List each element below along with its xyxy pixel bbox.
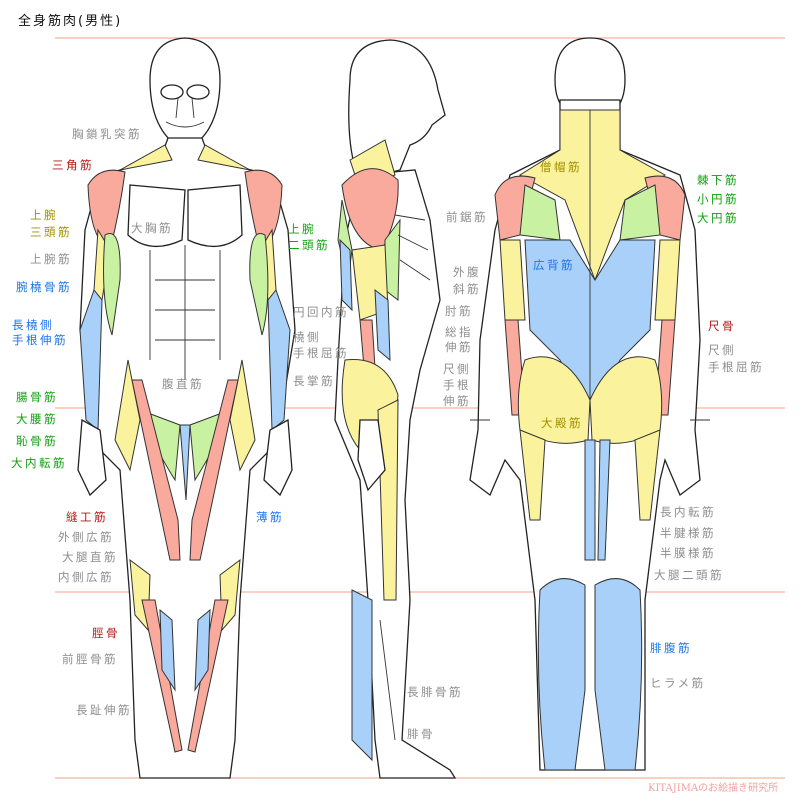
label-ulna: 尺骨 [708, 319, 736, 333]
label-teres-minor: 小円筋 [697, 192, 739, 206]
back-figure [469, 37, 710, 771]
page-title: 全身筋肉(男性) [18, 14, 123, 29]
label-latissimus: 広背筋 [533, 258, 575, 272]
label-fcu-line1: 尺側 [708, 343, 736, 357]
label-rectus-femoris: 大腿直筋 [62, 550, 118, 564]
label-ecrl-line2: 手根伸筋 [12, 333, 68, 347]
label-tibialis-anterior: 前脛骨筋 [62, 652, 118, 666]
side-figure [334, 39, 457, 779]
label-biceps-line1: 上腕 [288, 222, 316, 236]
label-iliacus: 腸骨筋 [16, 390, 58, 404]
label-infraspinatus: 棘下筋 [697, 173, 739, 187]
label-biceps-line2: 二頭筋 [288, 238, 330, 252]
label-fcr-line2: 手根屈筋 [293, 346, 349, 360]
label-biceps-femoris: 大腿二頭筋 [654, 568, 724, 582]
label-vastus-medialis: 内側広筋 [58, 570, 114, 584]
label-fcr-line1: 橈側 [293, 330, 321, 344]
label-deltoid: 三角筋 [52, 158, 94, 172]
label-peroneus-longus: 長腓骨筋 [407, 685, 463, 699]
label-rectus-abdominis: 腹直筋 [162, 377, 204, 391]
label-gastrocnemius: 腓腹筋 [650, 641, 692, 655]
label-anconeus: 肘筋 [445, 304, 473, 318]
label-semimembranosus: 半膜様筋 [660, 546, 716, 560]
label-teres-major: 大円筋 [697, 211, 739, 225]
label-vastus-lateralis: 外側広筋 [58, 530, 114, 544]
label-brachioradialis: 腕橈骨筋 [16, 280, 72, 294]
label-edc-line1: 総指 [445, 325, 473, 339]
label-pronator-teres: 円回内筋 [293, 305, 349, 319]
label-adductor-magnus: 大内転筋 [11, 456, 67, 470]
label-ecu-line3: 伸筋 [443, 394, 471, 408]
label-tibia: 脛骨 [92, 626, 120, 640]
label-gracilis: 薄筋 [256, 510, 284, 524]
label-pectineus: 恥骨筋 [16, 434, 58, 448]
label-fibula: 腓骨 [407, 727, 435, 741]
label-oblique-line1: 外腹 [453, 265, 481, 279]
label-trapezius: 僧帽筋 [540, 160, 582, 174]
front-figure [77, 37, 296, 779]
label-adductor-longus: 長内転筋 [660, 505, 716, 519]
label-triceps-line1: 上腕 [30, 208, 58, 222]
label-serratus: 前鋸筋 [446, 210, 488, 224]
label-gluteus-maximus: 大殿筋 [541, 416, 583, 430]
label-ext-digitorum-longus: 長趾伸筋 [76, 703, 132, 717]
label-ecrl-line1: 長橈側 [12, 318, 54, 332]
label-palmaris-longus: 長掌筋 [293, 374, 335, 388]
label-psoas: 大腰筋 [16, 412, 58, 426]
label-semitendinosus: 半腱様筋 [660, 526, 716, 540]
label-soleus: ヒラメ筋 [650, 676, 706, 690]
label-ecu-line1: 尺側 [443, 362, 471, 376]
label-triceps-line2: 三頭筋 [30, 225, 72, 239]
label-fcu-line2: 手根屈筋 [708, 360, 764, 374]
watermark: KITAJIMAのお絵描き研究所 [648, 783, 779, 794]
label-brachialis: 上腕筋 [30, 252, 72, 266]
label-edc-line2: 伸筋 [445, 340, 473, 354]
label-ecu-line2: 手根 [443, 378, 471, 392]
label-sternocleidomastoid: 胸鎖乳突筋 [72, 127, 142, 141]
label-pectoralis: 大胸筋 [131, 221, 173, 235]
label-sartorius: 縫工筋 [66, 510, 108, 524]
label-oblique-line2: 斜筋 [453, 282, 481, 296]
